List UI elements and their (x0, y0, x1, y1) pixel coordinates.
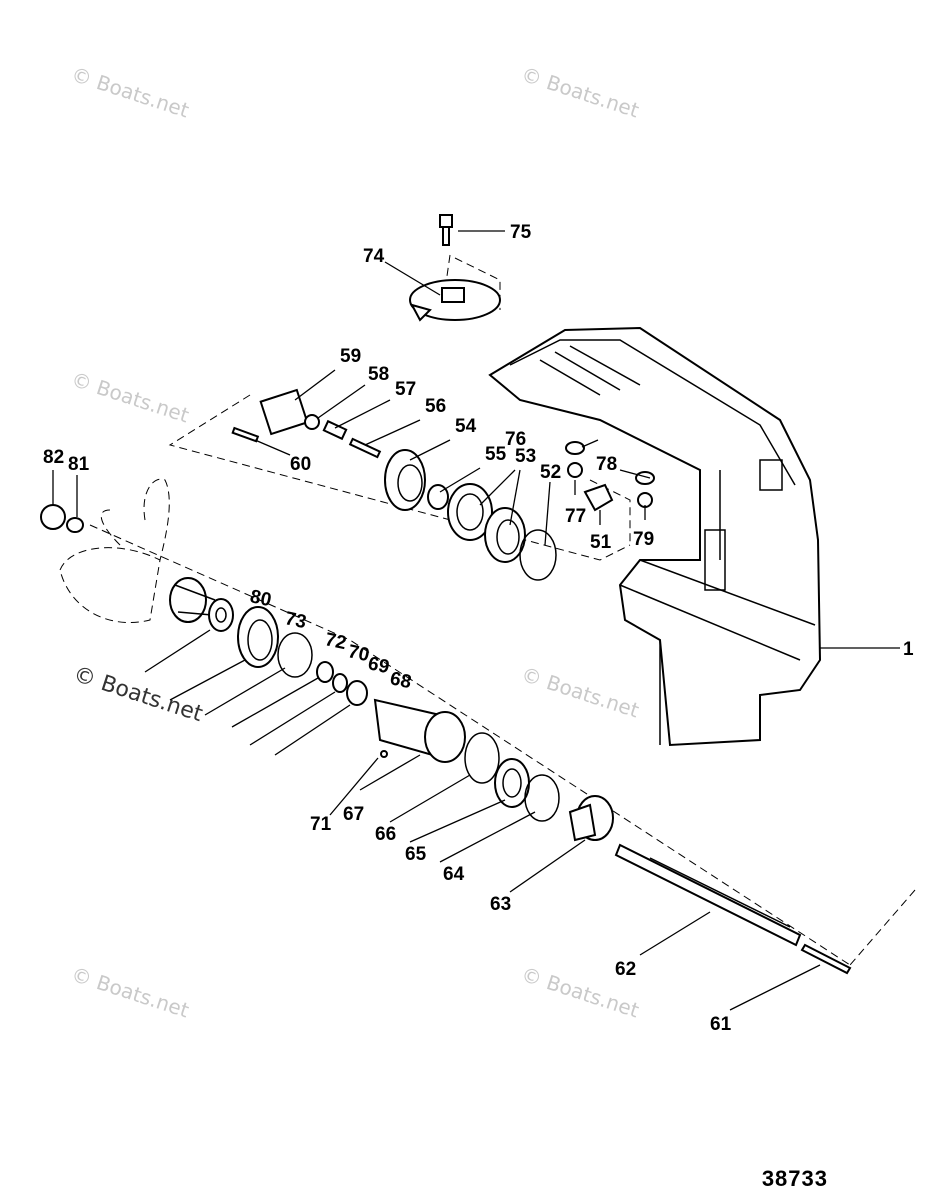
watermark: © Boats.net (68, 962, 192, 1023)
part-label-70: 70 (346, 641, 371, 666)
part-label-52: 52 (540, 462, 561, 483)
small-hardware (565, 441, 655, 512)
part-label-58: 58 (368, 364, 389, 385)
gear-bearing-stack (384, 449, 557, 581)
part-label-62: 62 (615, 959, 636, 980)
part-label-72: 72 (323, 629, 348, 654)
part-label-65: 65 (405, 844, 427, 865)
part-label-69: 69 (366, 653, 391, 678)
part-label-55: 55 (485, 444, 507, 465)
shift-components (231, 388, 382, 459)
watermark: © Boats.net (518, 662, 642, 723)
bearing-carrier-stack (208, 598, 614, 842)
part-label-64: 64 (443, 864, 465, 885)
part-label-51: 51 (590, 532, 612, 553)
watermark: © Boats.net (70, 662, 206, 727)
part-label-61: 61 (710, 1014, 732, 1035)
watermark: © Boats.net (68, 62, 192, 123)
diagram-reference-number: 38733 (761, 1166, 828, 1191)
part-label-74: 74 (363, 246, 385, 267)
part-label-76: 76 (505, 429, 526, 450)
propeller (59, 478, 216, 624)
part-label-71: 71 (310, 814, 332, 835)
part-label-75: 75 (510, 222, 532, 243)
part-label-59: 59 (340, 346, 361, 367)
part-label-68: 68 (388, 668, 413, 693)
part-label-79: 79 (633, 529, 654, 550)
part-label-81: 81 (68, 454, 90, 475)
gear-housing (488, 326, 822, 747)
watermark: © Boats.net (68, 367, 192, 428)
part-label-1: 1 (903, 639, 914, 660)
part-label-53: 53 (515, 446, 536, 467)
leader-lines (52, 230, 900, 1011)
part-label-77: 77 (565, 506, 586, 527)
part-label-54: 54 (455, 416, 477, 437)
part-label-63: 63 (490, 894, 511, 915)
part-label-80: 80 (248, 586, 273, 611)
part-label-57: 57 (395, 379, 416, 400)
propeller-shaft (614, 843, 852, 975)
part-label-60: 60 (290, 454, 311, 475)
part-label-82: 82 (43, 447, 64, 468)
part-label-78: 78 (596, 454, 617, 475)
watermarks: © Boats.net © Boats.net © Boats.net © Bo… (68, 62, 642, 1023)
part-label-67: 67 (343, 804, 364, 825)
part-label-56: 56 (425, 396, 446, 417)
part-label-73: 73 (283, 608, 308, 633)
watermark: © Boats.net (518, 62, 642, 123)
part-labels: 75 74 59 58 57 56 54 55 53 52 60 76 78 7… (43, 222, 914, 1035)
part-label-66: 66 (375, 824, 396, 845)
